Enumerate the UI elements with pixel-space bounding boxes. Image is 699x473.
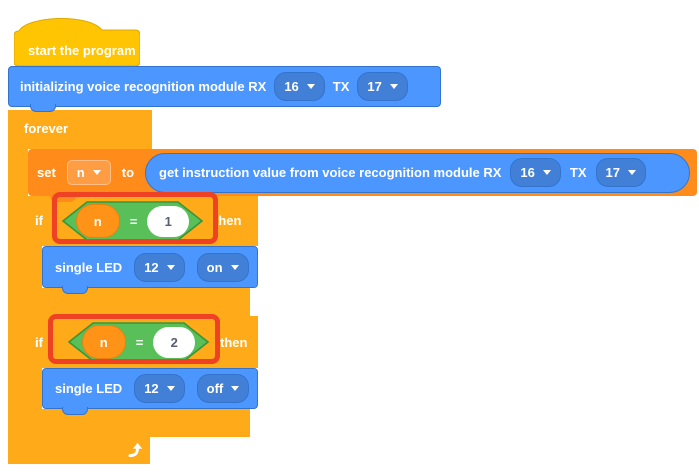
chevron-down-icon (627, 170, 636, 175)
init-tx-value: 17 (367, 79, 382, 94)
chevron-down-icon (92, 170, 101, 175)
block-connector-bump (30, 104, 56, 112)
hat-block-label: start the program (28, 43, 136, 58)
chevron-down-icon (166, 386, 175, 391)
variable-name: n (76, 165, 85, 180)
number-input-oval[interactable]: 2 (153, 326, 196, 358)
reporter-rx-dropdown[interactable]: 16 (510, 158, 561, 187)
single-led-block-1[interactable]: single LED 12 on (42, 246, 258, 288)
if-label: if (35, 213, 43, 228)
led-label: single LED (55, 381, 123, 396)
forever-label: forever (24, 121, 69, 136)
block-connector-bump (62, 407, 88, 415)
then-label: then (220, 335, 248, 350)
set-variable-block[interactable]: set n to get instruction value from voic… (28, 149, 697, 196)
init-rx-value: 16 (284, 79, 299, 94)
equals-operator: = (135, 334, 144, 350)
reporter-tx-dropdown[interactable]: 17 (595, 158, 646, 187)
set-label: set (37, 165, 56, 180)
if-label: if (35, 335, 43, 350)
hat-shape-icon (13, 17, 141, 67)
led-label: single LED (55, 259, 123, 275)
equals-condition-hexagon[interactable]: n = 2 (67, 322, 210, 362)
init-voice-module-block[interactable]: initializing voice recognition module RX… (8, 66, 441, 107)
then-label: then (214, 213, 242, 228)
equals-condition-hexagon[interactable]: n = 1 (61, 201, 204, 241)
block-connector-bump (50, 194, 76, 202)
equals-operator: = (129, 213, 138, 229)
number-input-oval[interactable]: 1 (147, 205, 190, 237)
reporter-tx-label: TX (569, 165, 587, 180)
to-label: to (121, 165, 135, 180)
init-block-label: initializing voice recognition module RX (20, 79, 267, 94)
single-led-block-2[interactable]: single LED 12 off (42, 368, 258, 409)
number-value: 1 (164, 213, 172, 229)
reporter-rx-value: 16 (520, 165, 535, 180)
reporter-tx-value: 17 (605, 165, 620, 180)
hat-block-start-program[interactable]: start the program (13, 14, 141, 67)
led-state-dropdown[interactable]: off (196, 374, 250, 403)
init-rx-dropdown[interactable]: 16 (274, 72, 325, 101)
variable-reporter-oval[interactable]: n (81, 325, 126, 359)
chevron-down-icon (231, 386, 240, 391)
chevron-down-icon (230, 264, 239, 270)
get-instruction-reporter-block[interactable]: get instruction value from voice recogni… (145, 152, 690, 193)
number-value: 2 (170, 334, 178, 350)
variable-reporter-oval[interactable]: n (75, 204, 120, 238)
led-pin-value: 12 (144, 259, 159, 275)
led-pin-value: 12 (144, 381, 159, 396)
chevron-down-icon (306, 84, 315, 89)
chevron-down-icon (166, 264, 175, 270)
led-state-value: on (206, 259, 223, 275)
variable-name: n (99, 334, 108, 350)
chevron-down-icon (389, 84, 398, 89)
variable-name: n (93, 213, 102, 229)
reporter-label: get instruction value from voice recogni… (159, 165, 502, 180)
loop-arrow-icon (128, 442, 143, 458)
block-connector-bump (62, 286, 88, 294)
led-pin-dropdown[interactable]: 12 (134, 252, 185, 282)
chevron-down-icon (542, 170, 551, 175)
led-state-value: off (206, 381, 224, 396)
led-pin-dropdown[interactable]: 12 (134, 374, 185, 403)
led-state-dropdown[interactable]: on (196, 252, 249, 282)
variable-dropdown[interactable]: n (66, 160, 111, 185)
init-tx-dropdown[interactable]: 17 (357, 72, 408, 101)
init-tx-label: TX (332, 79, 350, 94)
